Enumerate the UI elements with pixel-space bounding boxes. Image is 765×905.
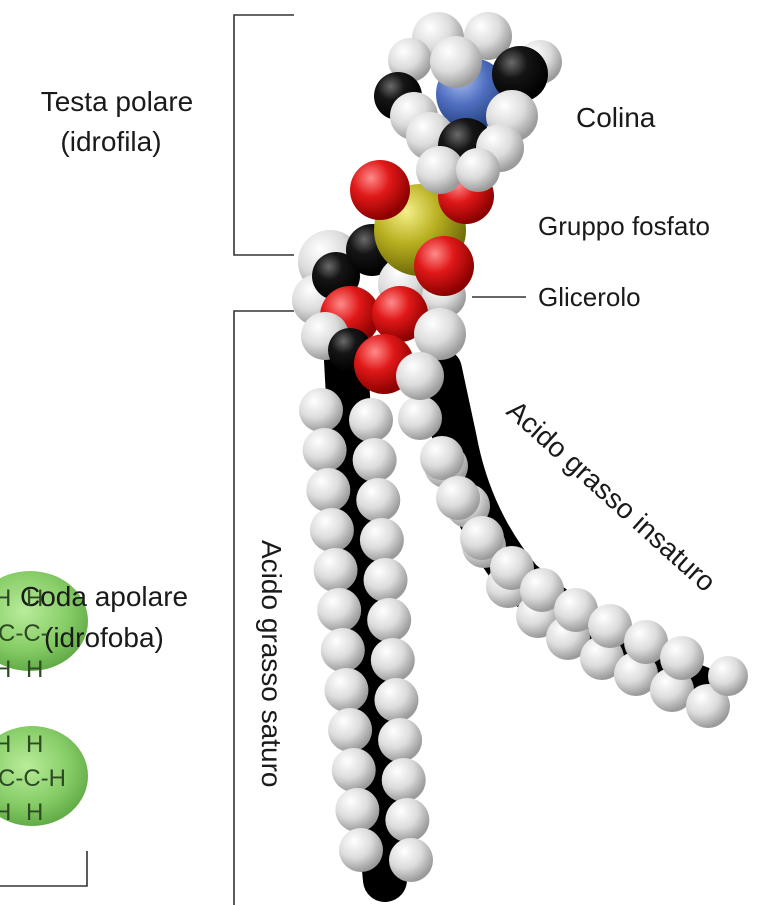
hydrogen-atom [324, 668, 369, 712]
tail-label-line1: Coda apolare [20, 581, 188, 612]
left-fragment-bracket [0, 851, 88, 887]
hydrogen-atom [335, 788, 380, 832]
hydrogen-atom [436, 476, 480, 520]
hydrogen-atom [374, 678, 419, 722]
hydrogen-atom [359, 518, 404, 562]
left-lipid-fragment-bottom [0, 726, 88, 826]
tail-bracket [233, 310, 294, 905]
choline-label: Colina [576, 102, 656, 133]
fragment-bottom-h1: H [0, 731, 11, 758]
hydrogen-atom [660, 636, 704, 680]
fragment-bottom-cch: -C-C-H [0, 765, 66, 792]
unsaturated-hydrogens [398, 396, 748, 728]
hydrogen-atom [554, 588, 598, 632]
hydrogen-atom [306, 468, 351, 512]
left-lipid-fragment-top [0, 571, 88, 671]
hydrogen-atom [299, 388, 343, 432]
hydrogen-atom [460, 516, 504, 560]
hydrogen-atom [339, 828, 383, 872]
saturated-hydrogens [299, 388, 433, 882]
hydrogen-atom [378, 718, 423, 762]
hydrogen-atom [367, 598, 412, 642]
hydrogen-atom [385, 798, 430, 842]
saturated-tail [299, 318, 433, 902]
hydrogen-atom [309, 508, 354, 552]
fragment-top-h4: H [26, 656, 43, 683]
fragment-top-cc: -C-C- [0, 620, 49, 647]
fragment-top-h2: H [26, 585, 43, 612]
glycerol-label: Glicerolo [538, 282, 641, 312]
hydrogen-atom [370, 638, 415, 682]
head-label-line2: (idrofila) [60, 126, 161, 157]
hydrogen-atom [349, 398, 393, 442]
hydrogen-atom [352, 438, 397, 482]
fragment-bottom-h2: H [26, 731, 43, 758]
fragment-top-h3: H [0, 656, 11, 683]
hydrogen-atom [363, 558, 408, 602]
hydrogen-atom [302, 428, 347, 472]
fragment-top-h1: H [0, 585, 11, 612]
hydrogen-atom [328, 708, 373, 752]
tail-label-line2: (idrofoba) [44, 622, 164, 653]
hydrogen-atom [520, 568, 564, 612]
phosphate-group [350, 160, 494, 296]
choline-group [374, 12, 562, 194]
fragment-bottom-h4: H [26, 799, 43, 826]
unsaturated-tail [398, 348, 748, 728]
hydrogen-atom [317, 588, 362, 632]
hydrogen-atom [624, 620, 668, 664]
saturated-label: Acido grasso saturo [256, 540, 287, 787]
hydrogen-atom [389, 838, 433, 882]
hydrogen-atom [686, 684, 730, 728]
hydrogen-atom [313, 548, 358, 592]
hydrogen-atom [320, 628, 365, 672]
hydrogen-atom [381, 758, 426, 802]
fragment-top-text: H H -C-C- H H [0, 585, 49, 683]
hydrogen-atom [420, 436, 464, 480]
hydrogen-atom [588, 604, 632, 648]
hydrogen-atom [708, 656, 748, 696]
phosphate-label: Gruppo fosfato [538, 211, 710, 241]
fragment-bottom-h3: H [0, 799, 11, 826]
head-label-line1: Testa polare [41, 86, 194, 117]
head-bracket [233, 14, 294, 256]
hydrogen-atom [398, 396, 442, 440]
fragment-bottom-text: H H -C-C-H H H [0, 731, 66, 826]
hydrogen-atom [331, 748, 376, 792]
hydrogen-atom [356, 478, 401, 522]
